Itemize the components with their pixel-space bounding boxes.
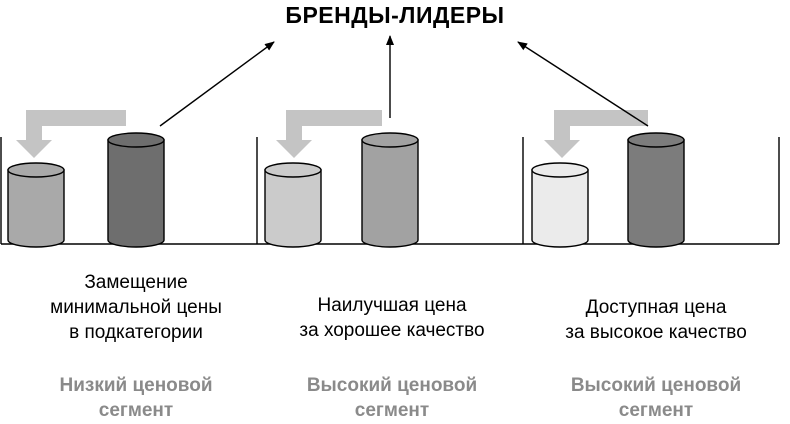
segment-label-middle: Высокий ценовой сегмент — [262, 373, 522, 423]
description-right: Доступная цена за высокое качество — [526, 295, 786, 345]
cylinder-tall-middle — [361, 132, 419, 248]
gray-arrow-middle — [276, 110, 382, 158]
gray-arrow-left — [16, 110, 126, 158]
description-line: Наилучшая цена — [317, 295, 467, 316]
segment-label-right: Высокий ценовой сегмент — [526, 373, 786, 423]
cylinder-small-middle — [264, 162, 322, 248]
segment-line: сегмент — [354, 400, 430, 421]
description-line: минимальной цены — [50, 297, 222, 318]
segment-line: сегмент — [618, 400, 694, 421]
segment-line: сегмент — [98, 400, 174, 421]
description-line: за хорошее качество — [299, 320, 485, 341]
cylinder-small-right — [531, 162, 589, 248]
description-left: Замещение минимальной цены в подкатегори… — [6, 270, 266, 345]
description-line: за высокое качество — [565, 322, 747, 343]
cylinder-tall-right — [627, 132, 685, 248]
cylinder-tall-left — [107, 132, 165, 248]
segment-label-left: Низкий ценовой сегмент — [6, 373, 266, 423]
segment-line: Высокий ценовой — [570, 375, 742, 396]
arrow-to-title-right — [517, 41, 649, 127]
segment-line: Высокий ценовой — [306, 375, 478, 396]
description-line: в подкатегории — [69, 322, 203, 343]
arrow-to-title-left — [159, 41, 275, 127]
gray-arrow-right — [544, 110, 648, 158]
description-middle: Наилучшая цена за хорошее качество — [262, 293, 522, 343]
description-line: Доступная цена — [585, 297, 727, 318]
cylinder-small-left — [7, 162, 65, 248]
segment-line: Низкий ценовой — [59, 375, 213, 396]
diagram-title: БРЕНДЫ-ЛИДЕРЫ — [285, 2, 505, 28]
description-line: Замещение — [84, 272, 188, 293]
